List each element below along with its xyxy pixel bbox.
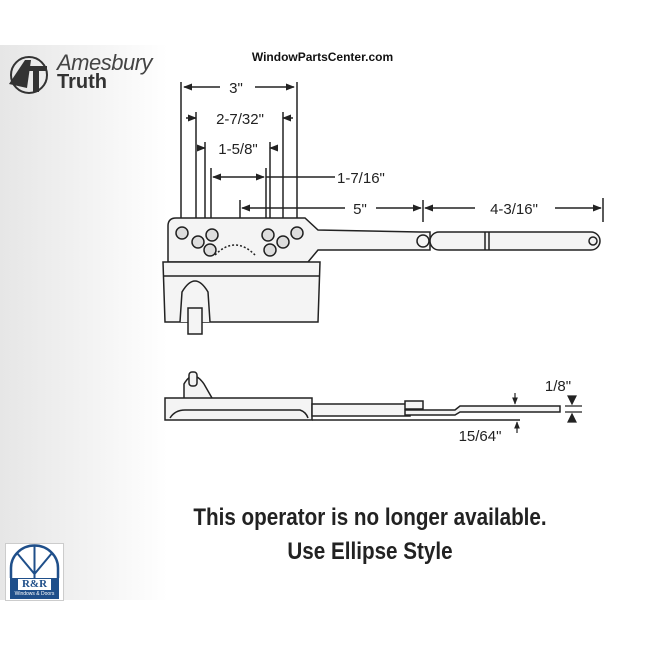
logo-truth-text: Truth [57,71,107,93]
logo-tagline: Windows & Doors [14,591,55,597]
logo-initials: R&R [21,578,48,590]
replacement-notice: Use Ellipse Style [287,538,453,565]
website-label: WindowPartsCenter.com [251,50,394,64]
dim-1-8-label: 1/8" [545,378,571,395]
dim-1-7-16-label: 1-7/16" [337,170,385,187]
dim-4-3-16-label: 4-3/16" [490,201,538,218]
dim-2-7-32-label: 2-7/32" [216,111,264,128]
dim-5-label: 5" [353,201,367,218]
background-panel [0,45,645,600]
dim-1-5-8-label: 1-5/8" [218,141,258,158]
discontinued-notice: This operator is no longer available. [193,504,547,531]
arched-window-icon [9,544,60,599]
dim-3-label: 3" [229,80,243,97]
logo-amesbury-text: Amesbury [57,50,153,75]
amesbury-truth-emblem-icon [9,56,48,94]
operator-side-view [164,371,561,421]
rr-windows-doors-logo: R&R Windows & Doors [5,543,64,601]
operator-top-view [162,217,601,335]
dim-15-64-label: 15/64" [459,428,502,445]
amesbury-truth-logo: Amesbury Truth [5,50,170,98]
